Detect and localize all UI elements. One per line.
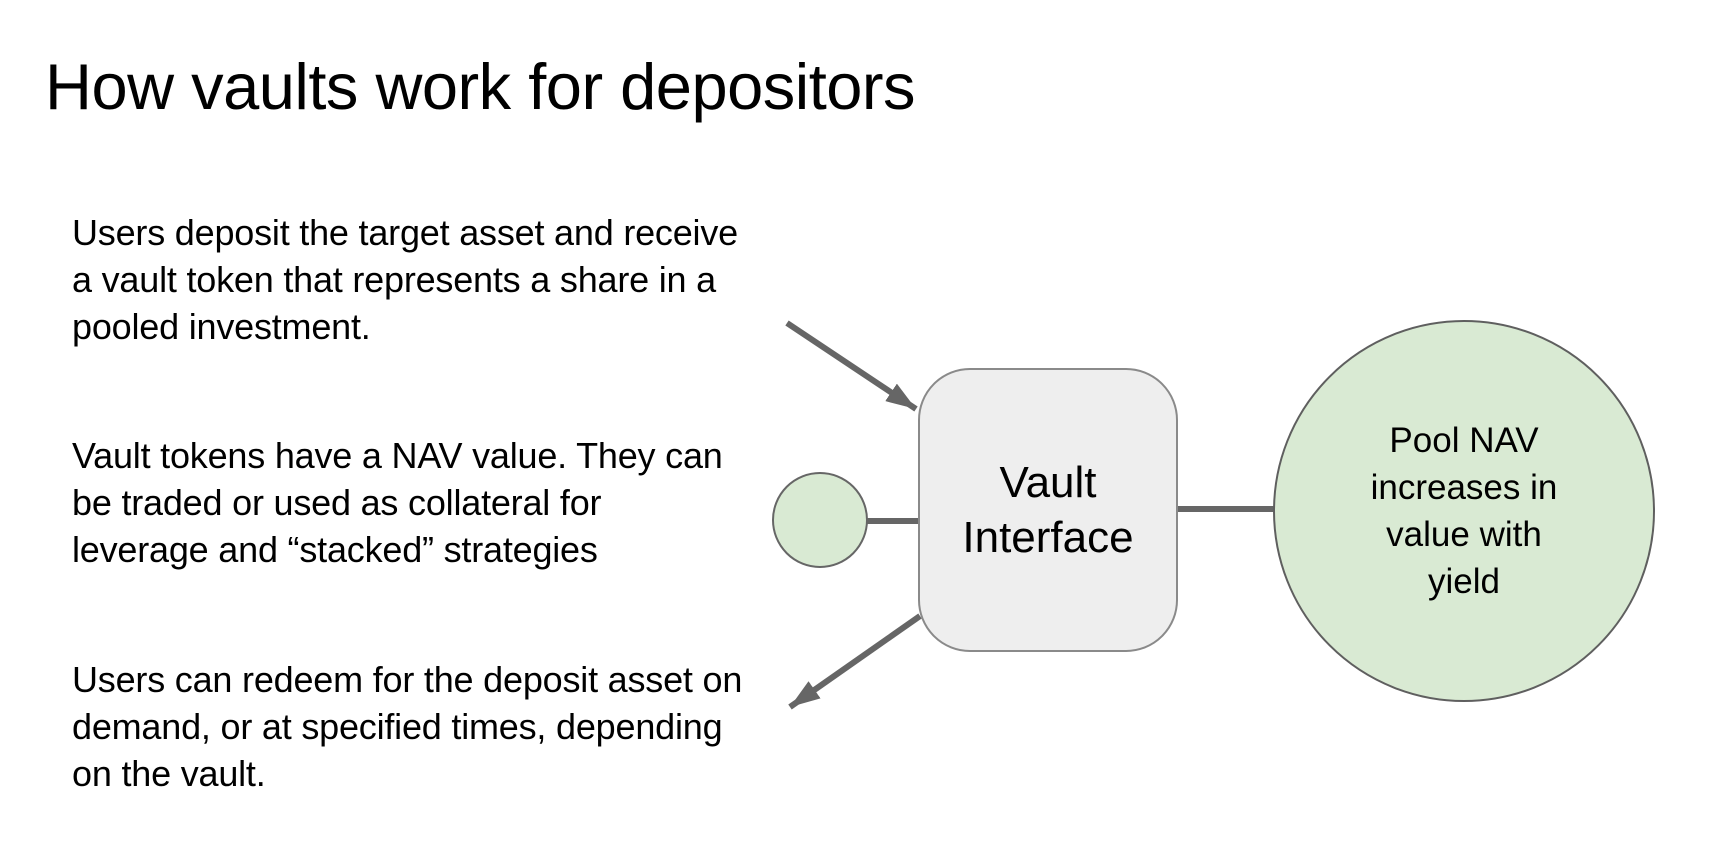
pool-circle-label-line: increases in xyxy=(1370,468,1558,507)
note-line: on the vault. xyxy=(72,753,266,794)
note-line: Users can redeem for the deposit asset o… xyxy=(72,659,743,700)
note-deposit: Users deposit the target asset and recei… xyxy=(72,209,812,350)
vault-box-label-line: Vault xyxy=(999,458,1097,507)
note-line: Users deposit the target asset and recei… xyxy=(72,212,738,253)
note-line: leverage and “stacked” strategies xyxy=(72,529,598,570)
vault-token-circle xyxy=(772,472,868,568)
note-line: be traded or used as collateral for xyxy=(72,482,602,523)
vault-box-label-line: Interface xyxy=(962,513,1134,562)
pool-circle-label-line: Pool NAV xyxy=(1389,421,1539,460)
vault-interface-box: Vault Interface xyxy=(918,368,1178,652)
pool-nav-circle: Pool NAV increases in value with yield xyxy=(1273,320,1655,702)
note-nav-value: Vault tokens have a NAV value. They can … xyxy=(72,432,812,573)
note-redeem: Users can redeem for the deposit asset o… xyxy=(72,656,812,797)
note-line: demand, or at specified times, depending xyxy=(72,706,723,747)
pool-circle-label-line: value with xyxy=(1386,515,1542,554)
slide-title: How vaults work for depositors xyxy=(45,50,916,123)
pool-circle-label-line: yield xyxy=(1428,562,1500,601)
note-line: a vault token that represents a share in… xyxy=(72,259,716,300)
note-line: Vault tokens have a NAV value. They can xyxy=(72,435,723,476)
note-line: pooled investment. xyxy=(72,306,371,347)
